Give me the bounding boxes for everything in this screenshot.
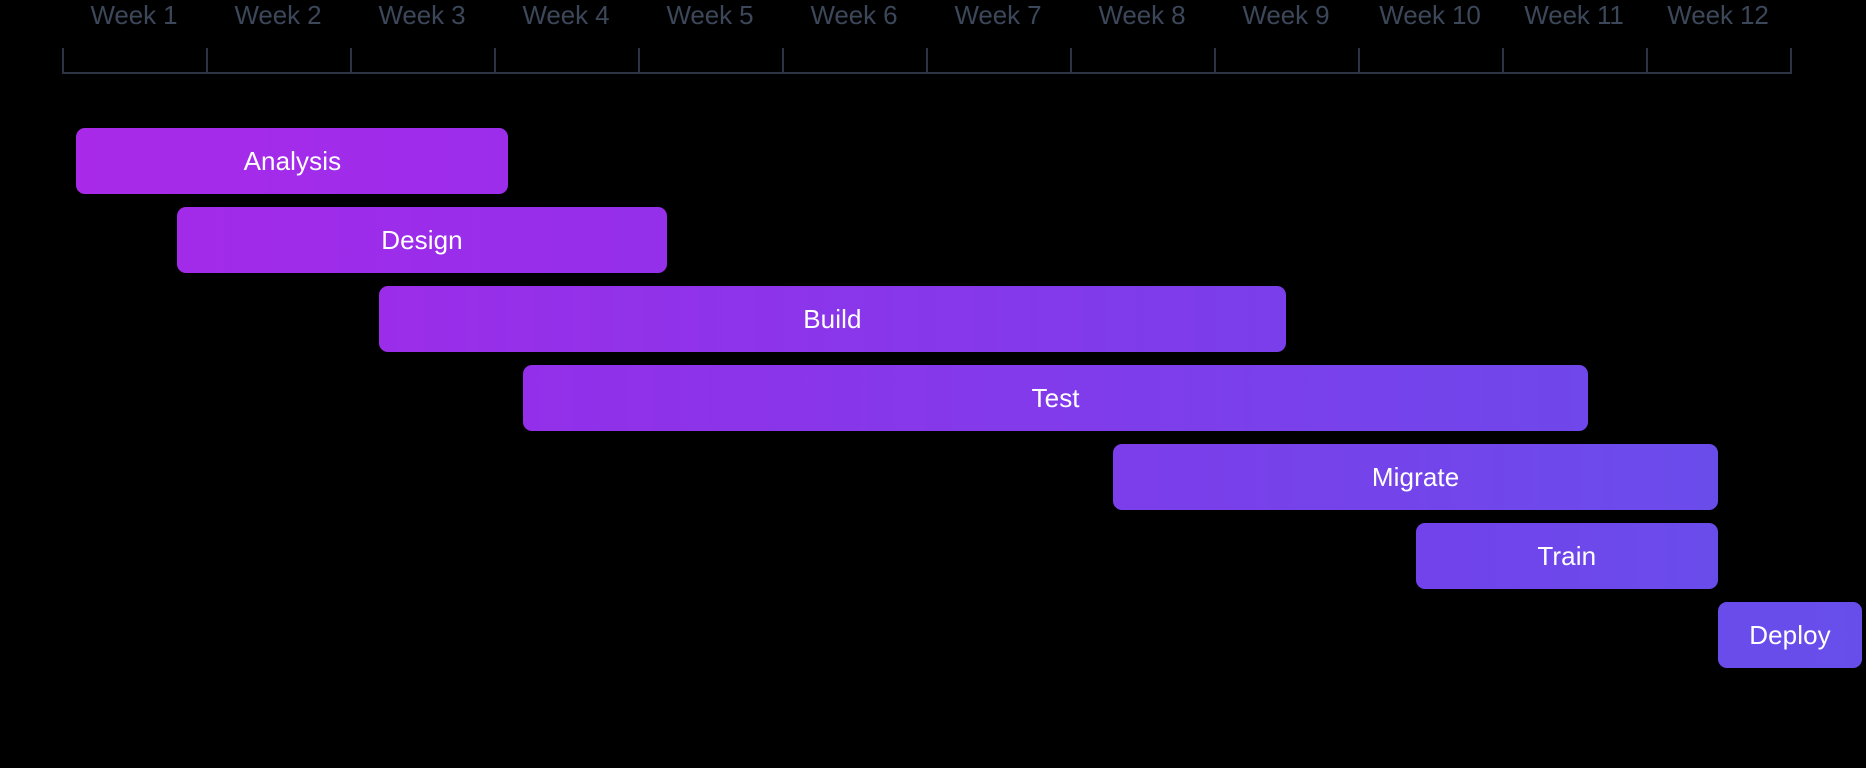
gantt-bar-label: Build <box>803 304 862 334</box>
week-label-5: Week 5 <box>666 0 754 30</box>
axis-tick-7 <box>1070 48 1072 74</box>
axis-tick-12 <box>1790 48 1792 74</box>
axis-tick-6 <box>926 48 928 74</box>
axis-tick-4 <box>638 48 640 74</box>
axis-tick-8 <box>1214 48 1216 74</box>
axis-tick-0 <box>62 48 64 74</box>
gantt-bar-label: Test <box>1031 383 1080 413</box>
axis-tick-10 <box>1502 48 1504 74</box>
week-label-4: Week 4 <box>522 0 610 30</box>
timeline-header: Week 1 Week 2 Week 3 Week 4 Week 5 Week 6 Week… <box>0 0 1866 74</box>
week-label-6: Week 6 <box>810 0 898 30</box>
week-label-7: Week 7 <box>954 0 1042 30</box>
axis-tick-5 <box>782 48 784 74</box>
axis-tick-1 <box>206 48 208 74</box>
week-label-11: Week 11 <box>1524 0 1624 30</box>
gantt-bar-build[interactable]: Build <box>378 286 1286 352</box>
axis-tick-2 <box>350 48 352 74</box>
week-label-3: Week 3 <box>378 0 466 30</box>
gantt-bar-migrate[interactable]: Migrate <box>1113 444 1718 510</box>
gantt-bar-analysis[interactable]: Analysis <box>76 128 509 194</box>
gantt-bar-label: Design <box>381 225 463 255</box>
gantt-bar-label: Deploy <box>1749 620 1831 650</box>
gantt-bar-train[interactable]: Train <box>1415 523 1718 589</box>
axis-tick-11 <box>1646 48 1648 74</box>
week-label-8: Week 8 <box>1098 0 1186 30</box>
gantt-bar-test[interactable]: Test <box>522 365 1589 431</box>
gantt-bar-label: Migrate <box>1371 462 1460 492</box>
week-label-1: Week 1 <box>90 0 178 30</box>
week-label-10: Week 10 <box>1379 0 1481 30</box>
gantt-bar-deploy[interactable]: Deploy <box>1718 602 1862 668</box>
axis-tick-9 <box>1358 48 1360 74</box>
axis-tick-3 <box>494 48 496 74</box>
week-label-12: Week 12 <box>1667 0 1769 30</box>
week-label-9: Week 9 <box>1242 0 1330 30</box>
gantt-bar-label: Train <box>1537 541 1597 571</box>
gantt-bar-label: Analysis <box>243 146 342 176</box>
week-label-2: Week 2 <box>234 0 322 30</box>
gantt-bar-design[interactable]: Design <box>177 207 667 273</box>
